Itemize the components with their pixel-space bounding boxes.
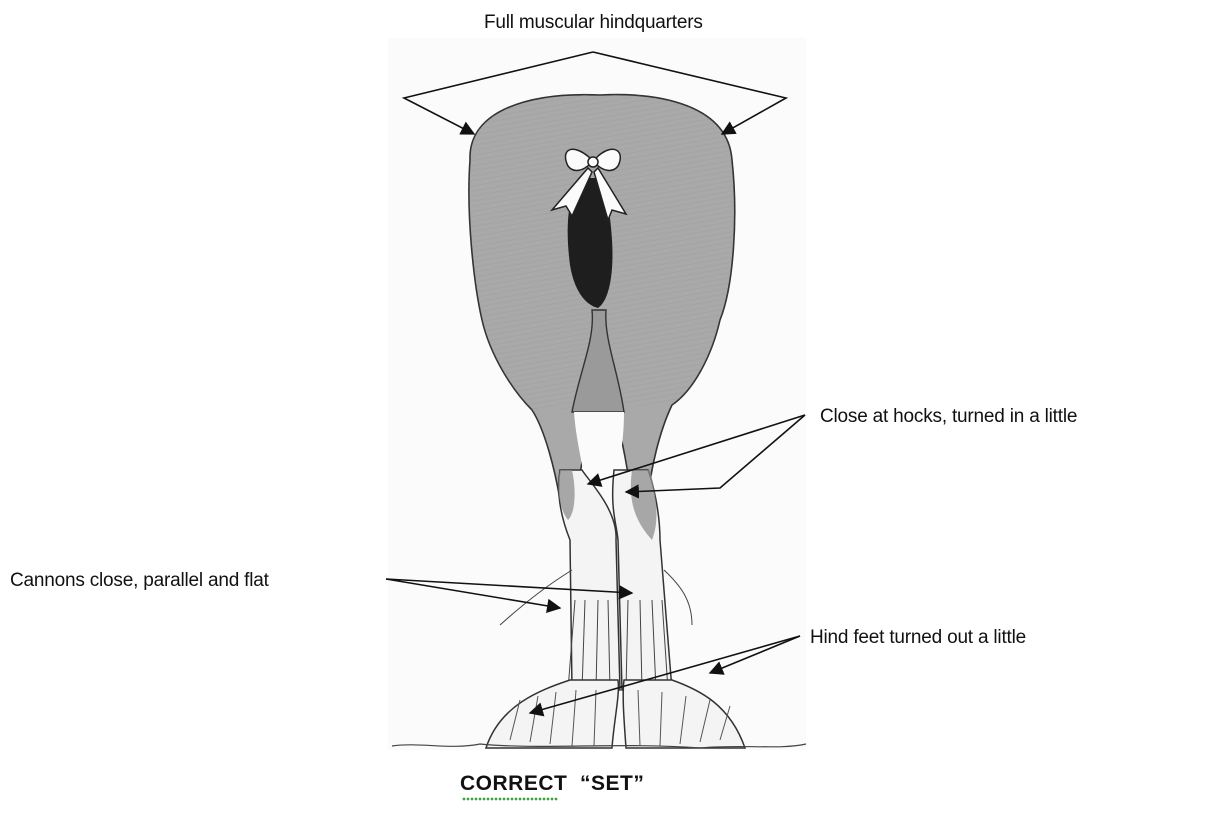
label-hind-feet: Hind feet turned out a little xyxy=(810,627,1026,649)
label-cannons: Cannons close, parallel and flat xyxy=(10,570,269,592)
label-hocks: Close at hocks, turned in a little xyxy=(820,406,1077,428)
figure-caption: CORRECT “SET” xyxy=(460,772,644,796)
spellcheck-underline xyxy=(462,797,558,801)
label-hindquarters: Full muscular hindquarters xyxy=(484,12,703,34)
